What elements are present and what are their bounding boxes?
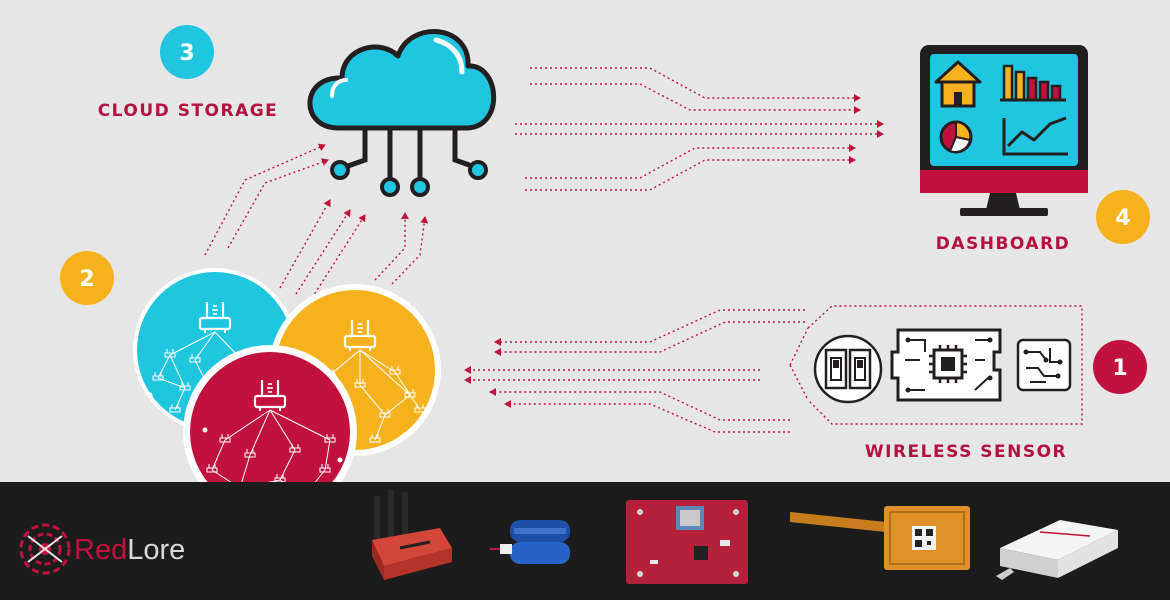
wireless-sensor-label: WIRELESS SENSOR [865,442,1067,462]
step-2-badge: 2 [60,251,114,305]
step-2-number: 2 [79,267,94,292]
sensor-icons-frame [789,305,1083,425]
product-flex-antenna-tag [790,506,970,570]
cloud-to-dashboard-flows [515,67,884,191]
product-battery-pack [490,520,570,564]
dashboard-label: DASHBOARD [936,234,1071,254]
step-1-badge: 1 [1093,340,1147,394]
cloud-storage-label: CLOUD STORAGE [98,101,279,121]
sensor-to-gateway-flows [464,309,805,433]
brand-lore: Lore [127,534,185,566]
chip-module-icon [1016,338,1072,392]
circuit-board-icon [890,328,1002,402]
dashboard-monitor-icon [920,45,1088,216]
product-sensor-enclosure [996,520,1118,580]
step-3-number: 3 [179,41,194,66]
redlore-logo-mark [19,523,71,575]
step-3-badge: 3 [160,25,214,79]
battery-sensor-icon [813,334,883,404]
gateway-to-cloud-flows [204,143,429,299]
cloud-icon [307,29,497,197]
step-4-number: 4 [1115,206,1130,231]
footer-bar [0,482,1170,600]
gateway-crimson [183,345,357,519]
brand-red: Red [74,534,127,566]
step-1-number: 1 [1112,356,1127,381]
product-sensor-circuit-board [626,500,748,584]
product-gateway-device [372,490,452,580]
step-4-badge: 4 [1096,190,1150,244]
redlore-wordmark: RedLore [74,534,185,566]
